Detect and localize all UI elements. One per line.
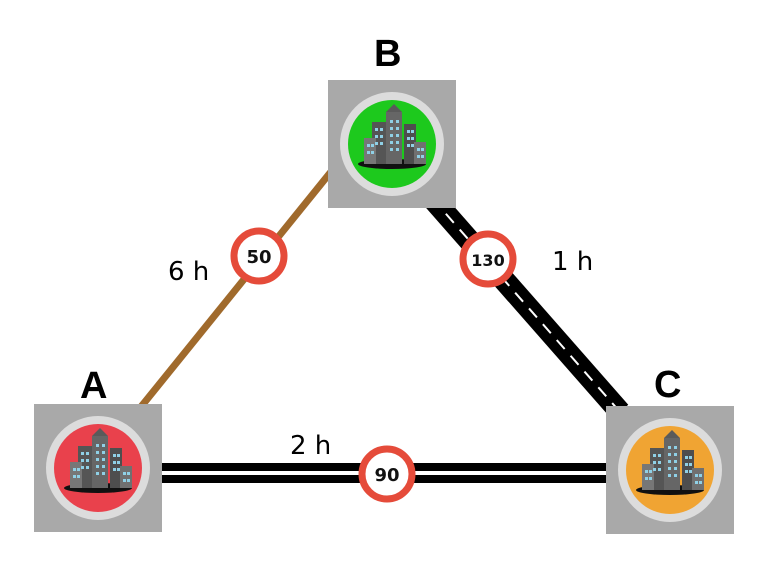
city-a-label: A [80, 365, 107, 407]
speed-limit-ab-value: 50 [246, 247, 271, 268]
speed-limit-ring [230, 227, 288, 285]
travel-time-ac: 2 h [290, 431, 331, 461]
speed-limit-ring [358, 445, 416, 503]
speed-limit-sign-bc: 130 [459, 230, 517, 288]
city-c-label: C [654, 364, 681, 406]
road-ab [137, 165, 337, 411]
speed-limit-ring [459, 230, 517, 288]
city-b-label: B [374, 33, 401, 75]
city-b[interactable] [328, 80, 456, 208]
city-c[interactable] [606, 406, 734, 534]
speed-limit-ac-value: 90 [374, 465, 399, 486]
travel-time-ab: 6 h [168, 257, 209, 287]
travel-time-bc: 1 h [552, 247, 593, 277]
road-bc [423, 190, 629, 420]
speed-limit-bc-value: 130 [471, 251, 504, 270]
city-a[interactable] [34, 404, 162, 532]
speed-limit-sign-ab: 50 [230, 227, 288, 285]
speed-limit-sign-ac: 90 [358, 445, 416, 503]
